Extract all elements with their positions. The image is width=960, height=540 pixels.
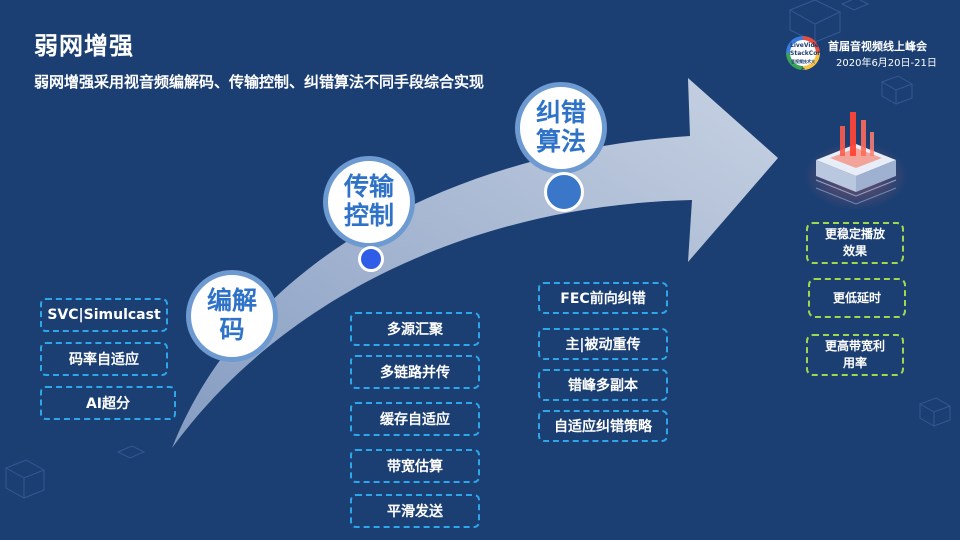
stage-bubble-fec: 纠错 算法 [515,82,607,174]
transport-item: 多链路并传 [350,355,480,389]
benefit-line: 用率 [842,356,867,370]
platform-icon [804,112,908,210]
benefit-item: 更低延时 [808,278,906,318]
logo-line: LiveVideo [790,42,823,49]
slide-subtitle: 弱网增强采用视音频编解码、传输控制、纠错算法不同手段综合实现 [34,73,485,91]
transport-item: 多源汇聚 [350,312,480,346]
stage-bubble-transport: 传输 控制 [323,156,415,248]
stage-label: 码 [219,315,245,344]
transport-item: 带宽估算 [350,449,480,483]
slide-title: 弱网增强 [34,32,134,60]
conference-name: 首届音视频线上峰会 [828,40,927,53]
fec-item: 主|被动重传 [538,328,668,360]
stage-label: 纠错 [535,98,586,128]
conference-logo: LiveVideo StackCon 音视频技术大会 首届音视频线上峰会 202… [786,36,956,72]
fec-item: 自适应纠错策略 [538,410,668,442]
decorative-cubes [4,0,952,499]
codec-item: 码率自适应 [40,342,168,376]
logo-icon: LiveVideo StackCon 音视频技术大会 [786,36,823,72]
logo-line: 音视频技术大会 [791,59,815,72]
transport-item: 平滑发送 [350,494,480,528]
transport-item: 缓存自适应 [350,402,480,436]
stage-marker-dot [544,172,584,212]
benefit-line: 效果 [842,244,867,258]
fec-item: FEC前向纠错 [538,282,668,314]
conference-date: 2020年6月20日-21日 [836,58,937,69]
benefit-item: 更高带宽利 用率 [806,334,904,376]
codec-item: AI超分 [40,386,176,420]
stage-marker-dot [358,246,384,272]
codec-item: SVC|Simulcast [40,298,168,332]
benefit-line: 更稳定播放 [824,227,885,241]
logo-line: StackCon [790,50,822,57]
benefit-line: 更高带宽利 [824,339,885,353]
benefit-line: 更低延时 [832,290,881,305]
stage-label: 算法 [535,127,586,156]
growth-arrow [172,78,778,448]
stage-label: 控制 [343,201,394,230]
stage-bubble-codec: 编解 码 [186,270,278,362]
stage-label: 编解 [206,286,257,316]
benefit-item: 更稳定播放 效果 [806,222,904,264]
stage-label: 传输 [343,172,394,202]
fec-item: 错峰多副本 [538,369,668,401]
